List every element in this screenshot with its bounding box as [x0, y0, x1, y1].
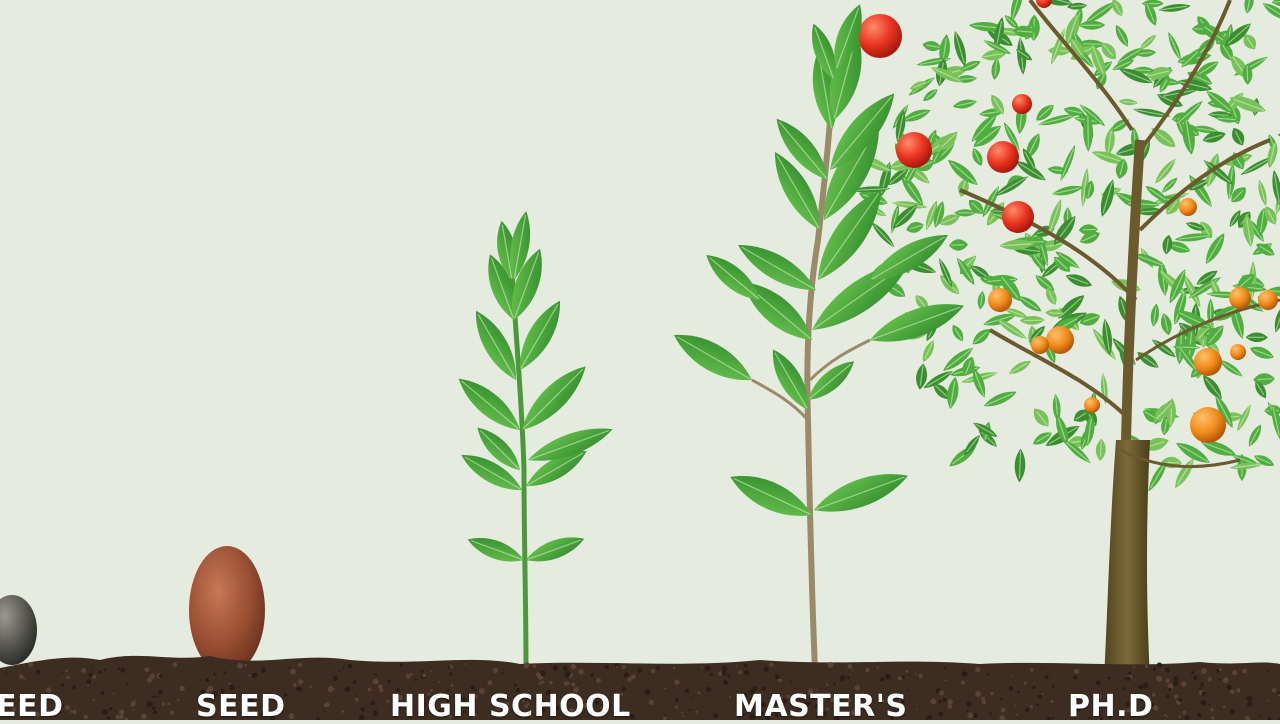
seed-egg: [189, 546, 265, 674]
pebble: [0, 595, 37, 665]
orange-fruit: [1230, 344, 1246, 360]
orange-fruit: [1179, 198, 1197, 216]
orange-fruit: [1046, 326, 1074, 354]
stage-label-high-school: HIGH SCHOOL: [390, 689, 631, 724]
orange-fruit: [1084, 397, 1100, 413]
stage-label-seed-1: SEED: [0, 689, 64, 724]
tree-fruits: [858, 0, 1278, 443]
soil-ground: [0, 655, 1280, 720]
red-fruit: [858, 14, 902, 58]
tree-leaf: [1112, 0, 1123, 17]
orange-fruit: [1258, 290, 1278, 310]
tree-canopy: [851, 0, 1280, 492]
orange-fruit: [1194, 348, 1222, 376]
red-fruit: [1002, 201, 1034, 233]
sapling-plant: [674, 4, 964, 671]
red-fruit: [896, 132, 932, 168]
red-fruit: [1012, 94, 1032, 114]
orange-fruit: [1031, 336, 1049, 354]
orange-fruit: [988, 288, 1012, 312]
stage-label-masters: MASTER'S: [734, 689, 908, 724]
orange-fruit: [1190, 407, 1226, 443]
stage-label-phd: PH.D: [1068, 689, 1154, 724]
orange-fruit: [1229, 287, 1251, 309]
red-fruit: [1036, 0, 1052, 8]
tree-leaf: [1036, 0, 1073, 6]
seedling-plant: [458, 211, 613, 671]
stage-label-seed-2: SEED: [196, 689, 286, 724]
red-fruit: [987, 141, 1019, 173]
